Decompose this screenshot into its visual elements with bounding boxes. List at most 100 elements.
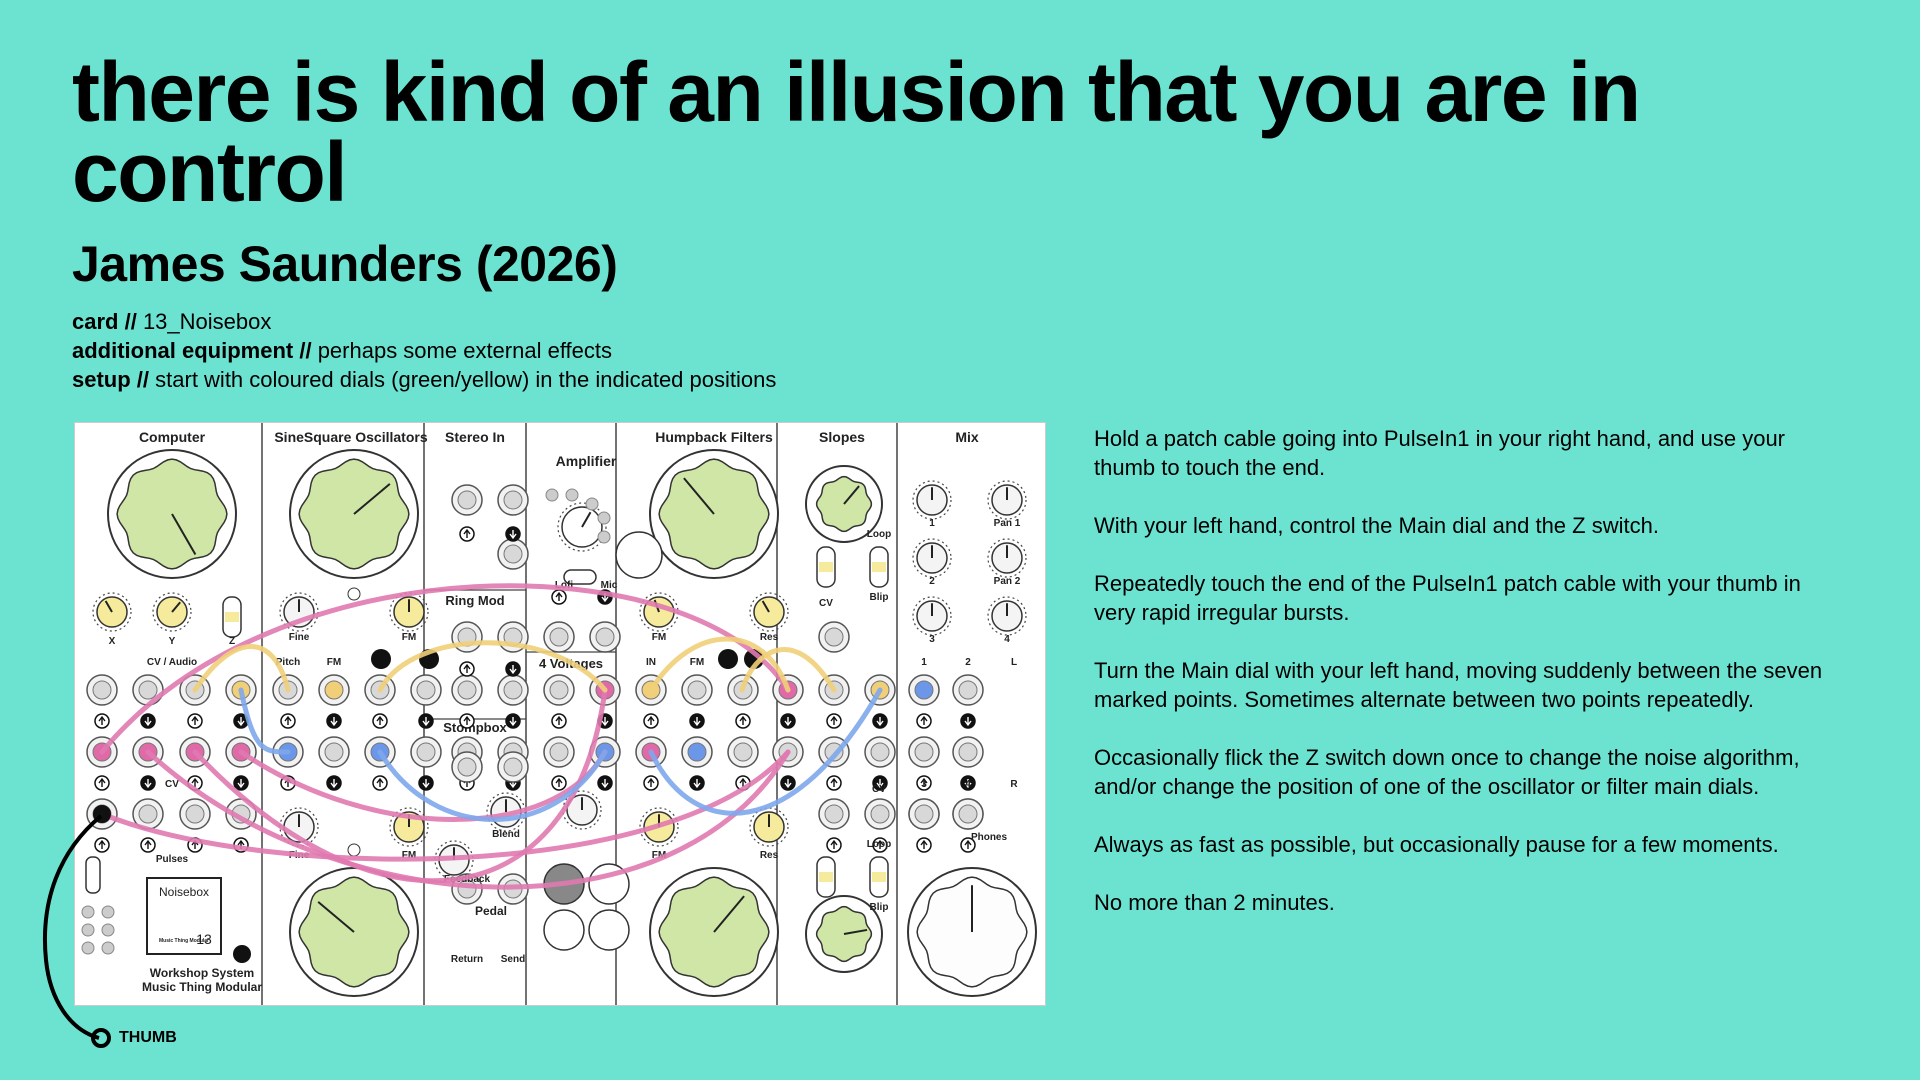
arrow-glyph bbox=[191, 777, 199, 787]
mix-header: Mix bbox=[955, 429, 979, 445]
card-value: 13_Noisebox bbox=[142, 309, 272, 334]
lofi-mic-switch bbox=[563, 569, 597, 585]
panel-border bbox=[74, 422, 1046, 1006]
knob-scale bbox=[749, 592, 789, 632]
patch-cable bbox=[99, 583, 791, 755]
waveform-icon bbox=[371, 649, 391, 669]
label-4: 4 bbox=[965, 779, 971, 790]
jack-hole bbox=[595, 627, 615, 647]
arrow-glyph bbox=[330, 717, 338, 727]
label-blip: Blip bbox=[870, 592, 889, 603]
dial-pointer bbox=[353, 483, 391, 515]
amp-led bbox=[545, 488, 559, 502]
label-3: 3 bbox=[921, 779, 927, 790]
arrow-glyph bbox=[237, 717, 245, 727]
arrow-glyph bbox=[876, 839, 884, 849]
arrow-glyph bbox=[555, 777, 563, 787]
knob-scale bbox=[389, 592, 429, 632]
label-r: R bbox=[1010, 779, 1018, 790]
amplifier-header: Amplifier bbox=[556, 453, 617, 469]
dial-pointer bbox=[713, 895, 745, 933]
label-blip: Blip bbox=[870, 902, 889, 913]
jack-hole bbox=[958, 804, 978, 824]
knob-scale bbox=[987, 538, 1027, 578]
arrow-glyph bbox=[964, 839, 972, 849]
setup-line: setup // start with coloured dials (gree… bbox=[72, 365, 776, 394]
arrow-glyph bbox=[284, 715, 292, 725]
switch-lever bbox=[225, 612, 239, 622]
voltage-button bbox=[588, 909, 630, 951]
instructions: Hold a patch cable going into PulseIn1 i… bbox=[1094, 424, 1834, 946]
arrow-glyph bbox=[463, 715, 471, 725]
arrow-glyph bbox=[647, 715, 655, 725]
label-fm: FM bbox=[690, 657, 704, 668]
slopes-header: Slopes bbox=[819, 429, 865, 445]
dial-pointer bbox=[317, 901, 355, 933]
jack-hole bbox=[138, 804, 158, 824]
jack-hole bbox=[958, 742, 978, 762]
label-l: L bbox=[1011, 657, 1017, 668]
label-pulses: Pulses bbox=[156, 854, 189, 865]
equipment-value: perhaps some external effects bbox=[317, 338, 613, 363]
switch-lever bbox=[819, 872, 833, 882]
jack-hole bbox=[824, 627, 844, 647]
label-loop: Loop bbox=[867, 529, 891, 540]
label-send: Send bbox=[501, 954, 525, 965]
jack-hole bbox=[870, 804, 890, 824]
patch-cable bbox=[648, 636, 791, 693]
card-number: 13 bbox=[196, 931, 212, 947]
knob-scale bbox=[557, 502, 607, 552]
dial-pointer bbox=[843, 928, 868, 935]
patch-cable bbox=[739, 647, 837, 693]
arrow-glyph bbox=[964, 779, 972, 789]
arrow-glyph bbox=[601, 717, 609, 727]
patched-jack bbox=[324, 680, 344, 700]
jack-hole bbox=[457, 490, 477, 510]
pulsein1-jack bbox=[93, 805, 111, 823]
jack-hole bbox=[503, 757, 523, 777]
label-y: Y bbox=[169, 636, 176, 647]
amp-led bbox=[585, 497, 599, 511]
jack-hole bbox=[503, 680, 523, 700]
label-in: IN bbox=[646, 657, 656, 668]
instruction-paragraph: No more than 2 minutes. bbox=[1094, 890, 1335, 915]
arrow-glyph bbox=[144, 717, 152, 727]
instruction-paragraph: Turn the Main dial with your left hand, … bbox=[1094, 658, 1823, 712]
knob-pointer bbox=[761, 600, 770, 613]
arrow-glyph bbox=[647, 777, 655, 787]
instruction-paragraph: Hold a patch cable going into PulseIn1 i… bbox=[1094, 426, 1786, 480]
patch-cable bbox=[377, 749, 608, 822]
arrow-glyph bbox=[739, 777, 747, 787]
computer-led bbox=[81, 941, 95, 955]
pedal-header: Pedal bbox=[475, 904, 507, 918]
computer-led bbox=[101, 905, 115, 919]
jack-hole bbox=[870, 742, 890, 762]
label-pan2: Pan 2 bbox=[994, 576, 1021, 587]
switch-lever bbox=[872, 872, 886, 882]
computer-led bbox=[101, 941, 115, 955]
amp-led bbox=[565, 488, 579, 502]
card-name: Noisebox bbox=[159, 885, 209, 899]
label-1: 1 bbox=[921, 657, 927, 668]
arrow-glyph bbox=[422, 717, 430, 727]
arrow-glyph bbox=[920, 715, 928, 725]
arrow-glyph bbox=[237, 779, 245, 789]
composer-credit: James Saunders (2026) bbox=[72, 236, 618, 292]
arrow-glyph bbox=[964, 717, 972, 727]
arrow-glyph bbox=[555, 715, 563, 725]
instruction-paragraph: Always as fast as possible, but occasion… bbox=[1094, 832, 1779, 857]
jack-hole bbox=[824, 804, 844, 824]
knob-scale bbox=[389, 807, 429, 847]
knob-scale bbox=[912, 538, 952, 578]
knob-scale bbox=[152, 592, 192, 632]
arrow-glyph bbox=[509, 530, 517, 540]
arrow-glyph bbox=[784, 717, 792, 727]
label-3: 3 bbox=[929, 634, 935, 645]
patch-cable bbox=[99, 749, 791, 862]
amp-led bbox=[597, 511, 611, 525]
computer-led bbox=[81, 905, 95, 919]
jack-hole bbox=[733, 742, 753, 762]
equipment-line: additional equipment // perhaps some ext… bbox=[72, 336, 776, 365]
equipment-label: additional equipment // bbox=[72, 338, 312, 363]
knob-pointer bbox=[581, 511, 592, 528]
